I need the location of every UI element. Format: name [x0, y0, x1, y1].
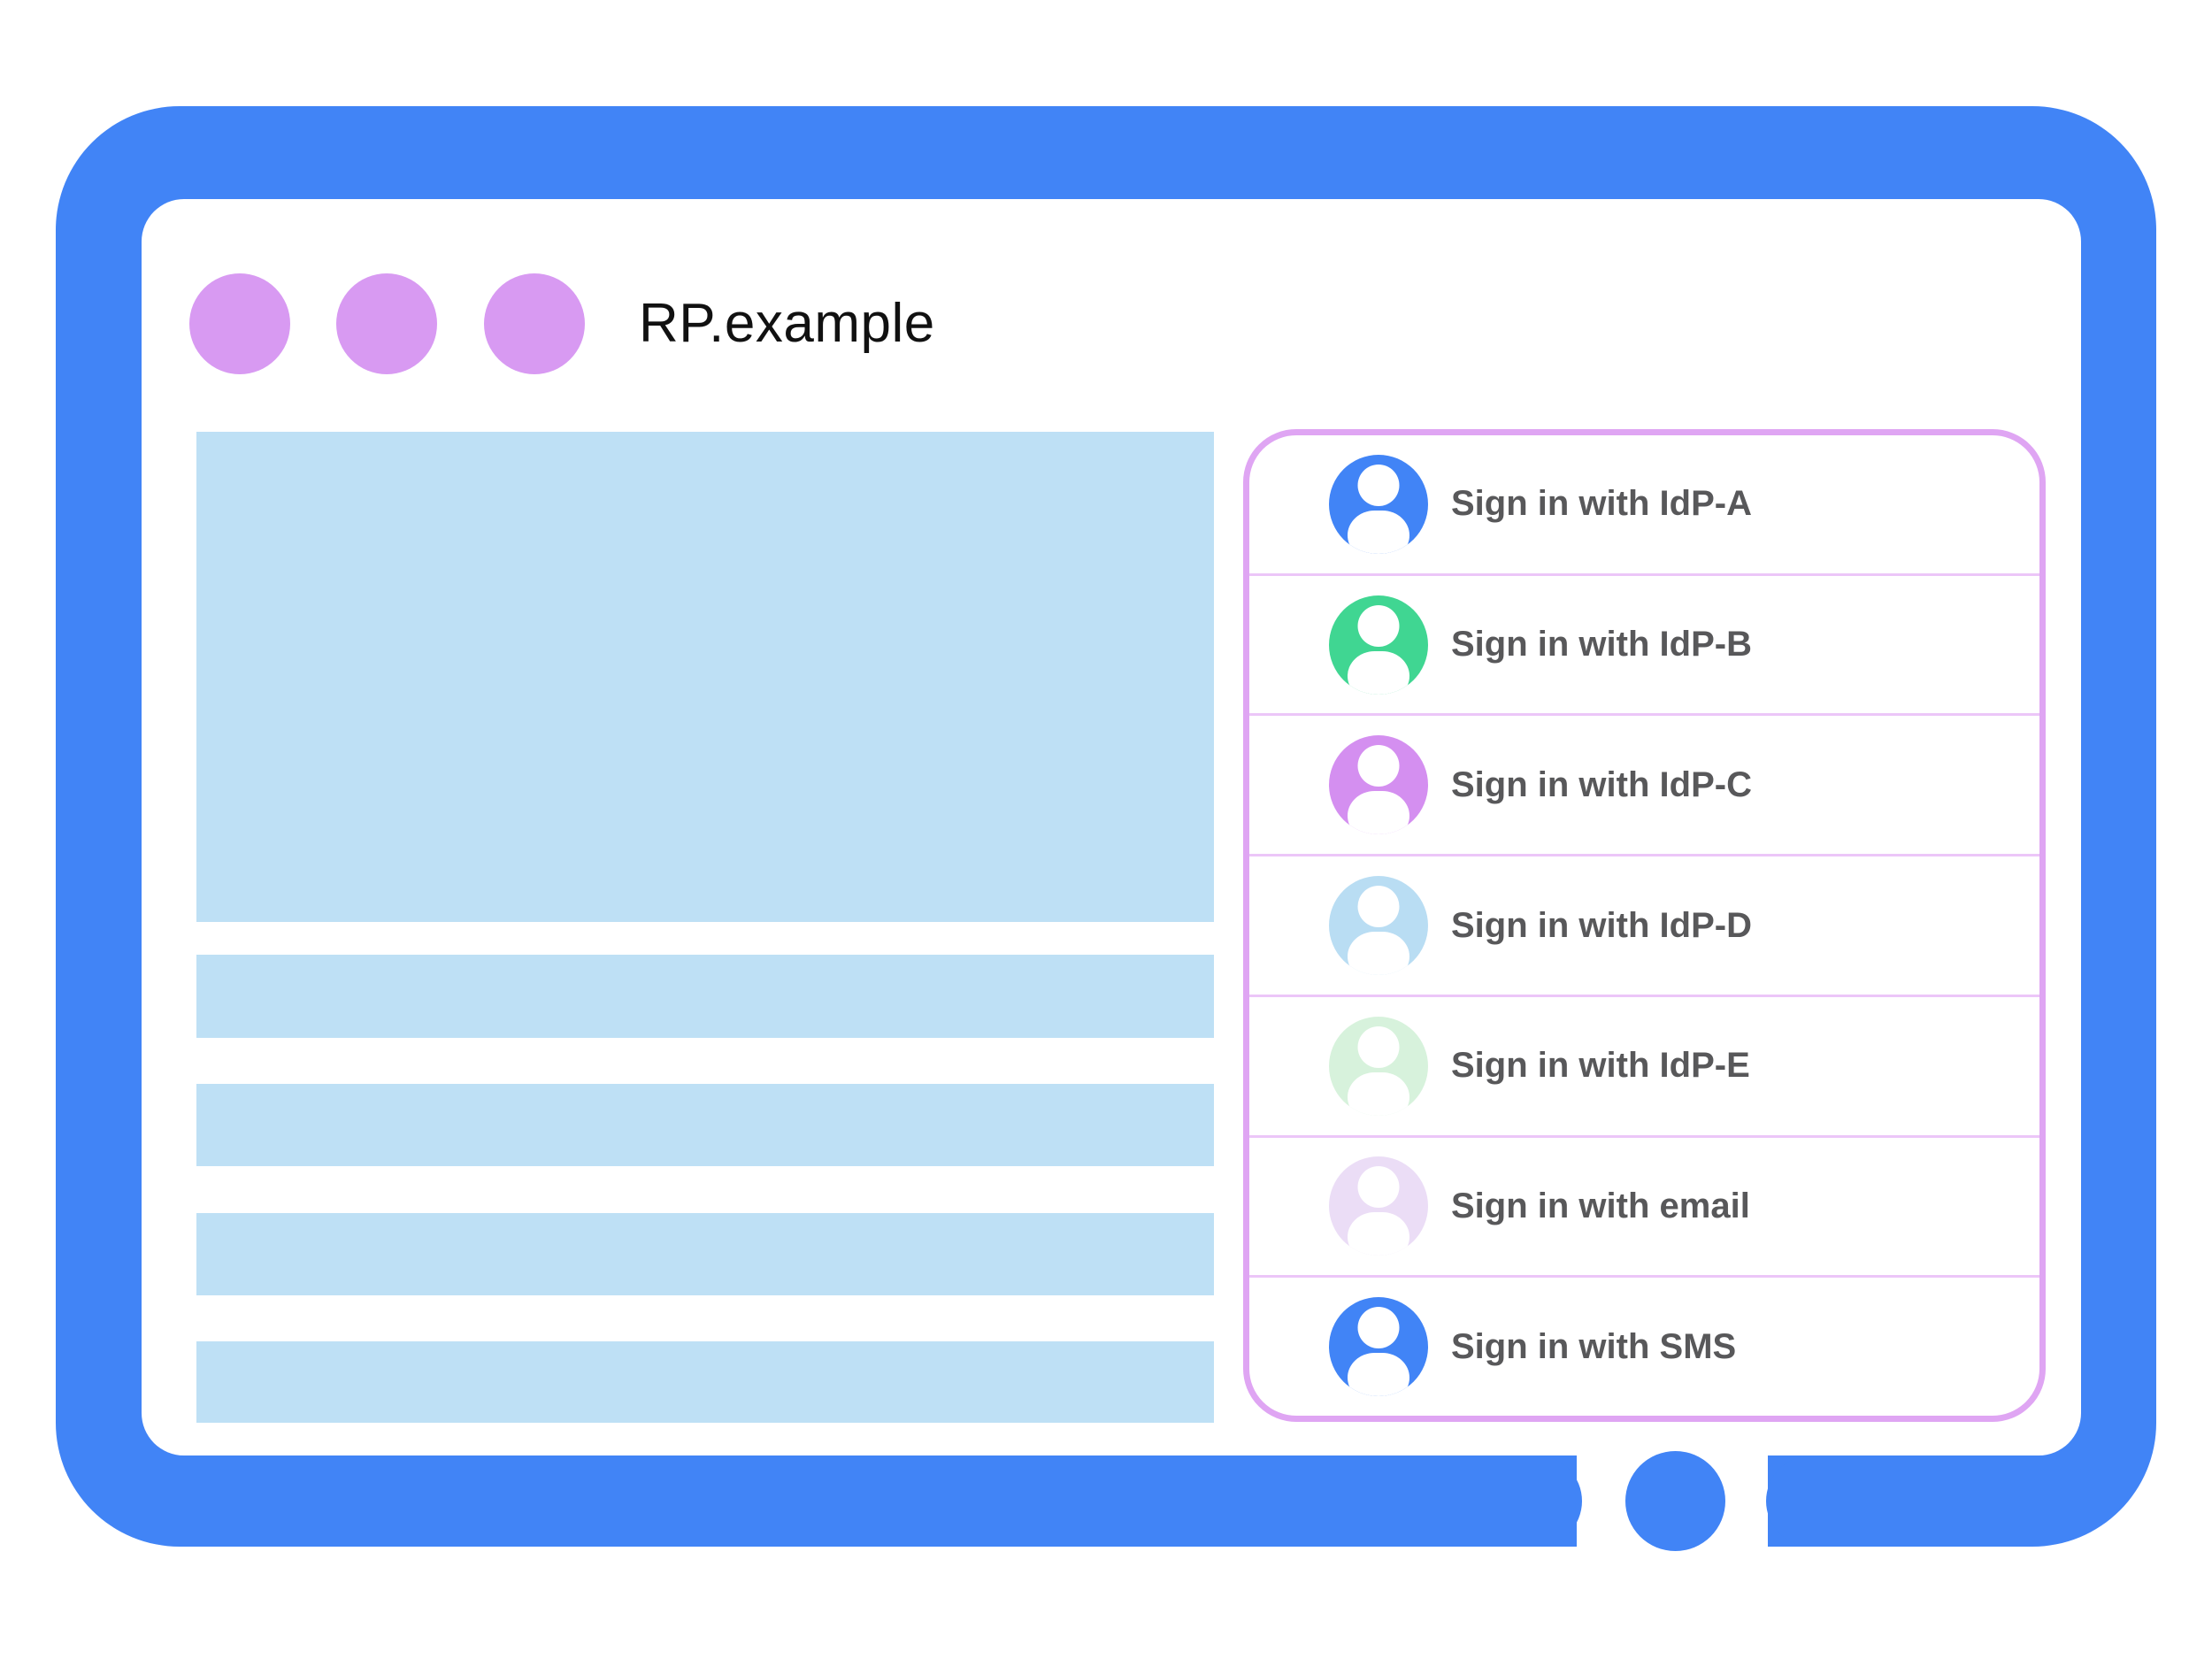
avatar-head: [1357, 604, 1400, 647]
window-control-dot-icon: [484, 273, 585, 374]
signin-row-sms[interactable]: Sign in with SMS: [1249, 1275, 2039, 1416]
signin-row-label: Sign in with IdP-C: [1451, 764, 1752, 804]
frame-bottom-right-cap: [1766, 1455, 1846, 1547]
avatar-head: [1357, 464, 1400, 506]
signin-row-label: Sign in with IdP-B: [1451, 625, 1752, 664]
content-placeholder-hero: [196, 432, 1214, 922]
signin-row-label: Sign in with SMS: [1451, 1326, 1737, 1366]
user-avatar-icon: [1329, 595, 1428, 695]
avatar-torso: [1348, 650, 1409, 695]
signin-row-label: Sign in with IdP-A: [1451, 484, 1752, 524]
content-placeholder-line: [196, 1213, 1214, 1295]
avatar-head: [1357, 886, 1400, 928]
avatar-torso: [1348, 1353, 1409, 1397]
avatar-head: [1357, 1307, 1400, 1349]
device-stand-circle-icon: [1625, 1451, 1725, 1551]
site-title: RP.example: [639, 293, 935, 354]
signin-row-idp-b[interactable]: Sign in with IdP-B: [1249, 572, 2039, 714]
signin-row-label: Sign in with IdP-D: [1451, 905, 1752, 945]
user-avatar-icon: [1329, 735, 1428, 835]
signin-row-idp-a[interactable]: Sign in with IdP-A: [1249, 435, 2039, 573]
signin-row-idp-d[interactable]: Sign in with IdP-D: [1249, 854, 2039, 995]
window-control-dot-icon: [336, 273, 437, 374]
avatar-head: [1357, 1025, 1400, 1068]
signin-row-idp-c[interactable]: Sign in with IdP-C: [1249, 713, 2039, 854]
avatar-torso: [1348, 932, 1409, 976]
content-placeholder-line: [196, 1341, 1214, 1423]
window-control-dot-icon: [189, 273, 290, 374]
avatar-torso: [1348, 510, 1409, 554]
user-avatar-icon: [1329, 1016, 1428, 1116]
avatar-head: [1357, 1166, 1400, 1209]
avatar-torso: [1348, 1071, 1409, 1116]
signin-row-label: Sign in with email: [1451, 1186, 1750, 1225]
content-placeholder-line: [196, 955, 1214, 1038]
content-placeholder-line: [196, 1084, 1214, 1166]
user-avatar-icon: [1329, 1297, 1428, 1397]
avatar-torso: [1348, 1212, 1409, 1256]
avatar-head: [1357, 745, 1400, 787]
frame-bottom-left-cap: [1502, 1455, 1582, 1547]
user-avatar-icon: [1329, 454, 1428, 554]
avatar-torso: [1348, 791, 1409, 835]
user-avatar-icon: [1329, 876, 1428, 976]
signin-chooser-panel: Sign in with IdP-A Sign in with IdP-B Si…: [1243, 429, 2046, 1422]
signin-row-email[interactable]: Sign in with email: [1249, 1134, 2039, 1276]
user-avatar-icon: [1329, 1156, 1428, 1256]
signin-row-label: Sign in with IdP-E: [1451, 1046, 1750, 1086]
signin-row-idp-e[interactable]: Sign in with IdP-E: [1249, 994, 2039, 1135]
